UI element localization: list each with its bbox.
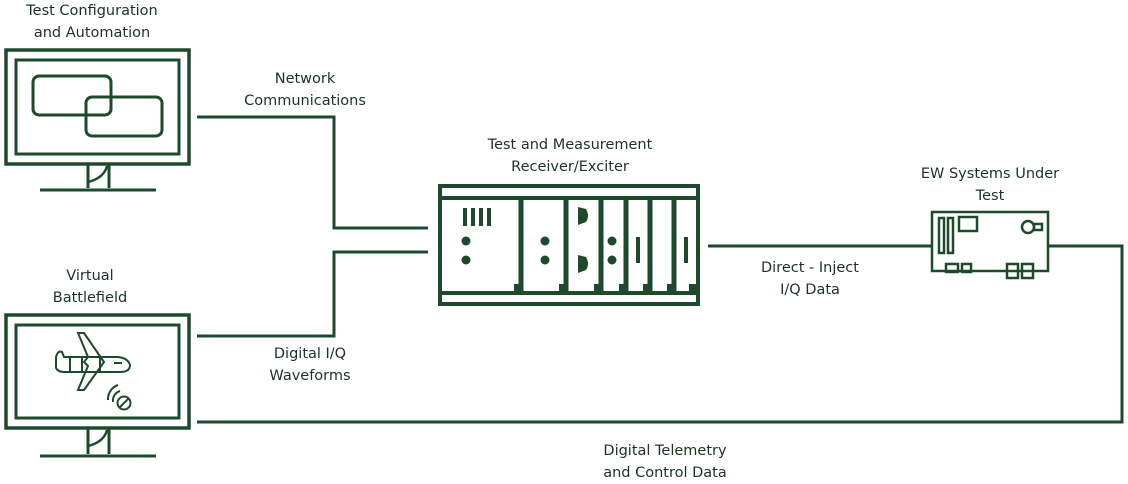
label-line: Virtual — [66, 268, 114, 284]
label-line: I/Q Data — [780, 282, 840, 298]
label-line: Network — [274, 71, 336, 87]
network-communications-label: Network Communications — [230, 68, 380, 112]
digital-iq-waveforms-label: Digital I/Q Waveforms — [250, 343, 370, 387]
ew-systems-label: EW Systems Under Test — [900, 163, 1080, 207]
label-line: Digital Telemetry — [603, 443, 727, 459]
label-line: EW Systems Under — [920, 166, 1060, 182]
monitor-windows-icon — [4, 48, 191, 192]
label-line: and Automation — [33, 25, 151, 41]
label-line: Test — [975, 188, 1005, 204]
label-line: Receiver/Exciter — [511, 159, 629, 175]
receiver-exciter-label: Test and Measurement Receiver/Exciter — [470, 134, 670, 178]
direct-inject-label: Direct - Inject I/Q Data — [740, 257, 880, 301]
telemetry-line — [197, 244, 1124, 424]
instrument-chassis-icon — [438, 184, 700, 306]
test-config-label: Test Configuration and Automation — [2, 0, 182, 44]
digital-iq-waveforms-line — [197, 250, 428, 338]
monitor-aircraft-icon — [4, 313, 191, 458]
label-line: Communications — [244, 93, 366, 109]
label-line: Waveforms — [269, 368, 351, 384]
virtual-battlefield-label: Virtual Battlefield — [20, 265, 160, 309]
telemetry-label: Digital Telemetry and Control Data — [580, 440, 750, 484]
network-communications-line — [197, 115, 428, 230]
label-line: Test and Measurement — [487, 137, 653, 153]
label-line: Battlefield — [52, 290, 128, 306]
circuit-board-icon — [930, 210, 1050, 280]
label-line: Test Configuration — [26, 3, 158, 19]
label-line: Digital I/Q — [273, 346, 347, 362]
label-line: Direct - Inject — [761, 260, 859, 276]
label-line: and Control Data — [603, 465, 727, 481]
